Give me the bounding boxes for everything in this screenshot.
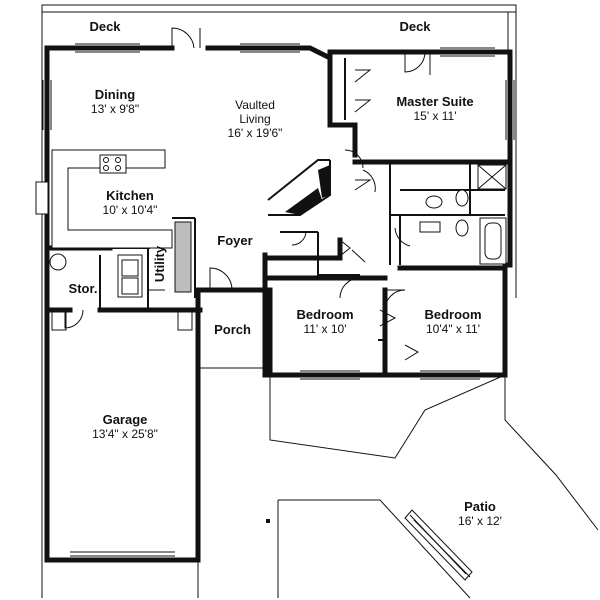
room-dims: 13' x 9'8" — [90, 102, 140, 116]
fireplace — [285, 165, 330, 215]
room-label-living: Vaulted Living 16' x 19'6" — [205, 98, 305, 140]
bathroom-fixtures — [419, 164, 507, 265]
room-name: Bedroom — [424, 307, 482, 322]
room-label-porch: Porch — [205, 323, 260, 337]
room-label-kitchen: Kitchen 10' x 10'4" — [80, 188, 180, 218]
room-label-utility: Utility — [152, 239, 167, 289]
garage-door — [70, 551, 175, 557]
room-name: Foyer — [217, 233, 253, 248]
room-dims: 10'4" x 11' — [426, 322, 480, 336]
room-name: Dining — [94, 87, 136, 102]
patio-bench — [404, 509, 473, 581]
room-name: Garage — [102, 412, 148, 427]
kitchen-counter — [35, 149, 173, 249]
porch-patio-outline — [197, 367, 599, 599]
room-name: Vaulted Living — [235, 98, 275, 126]
room-label-bedroom-2: Bedroom 10'4" x 11' — [408, 307, 498, 337]
room-label-deck-left: Deck — [75, 20, 135, 34]
room-name: Bedroom — [296, 307, 354, 322]
room-name: Stor. — [68, 281, 98, 296]
room-name: Porch — [214, 322, 251, 337]
room-label-deck-right: Deck — [385, 20, 445, 34]
room-label-dining: Dining 13' x 9'8" — [65, 87, 165, 117]
room-label-garage: Garage 13'4" x 25'8" — [70, 412, 180, 442]
room-label-patio: Patio 16' x 12' — [440, 499, 520, 529]
utility-appliances — [117, 221, 192, 298]
room-name: Patio — [464, 499, 496, 514]
room-name: Utility — [152, 245, 167, 283]
room-label-bedroom-1: Bedroom 11' x 10' — [280, 307, 370, 337]
water-heater — [49, 253, 193, 331]
room-name: Deck — [399, 19, 431, 34]
room-label-storage: Stor. — [58, 282, 108, 296]
room-name: Master Suite — [396, 94, 474, 109]
room-dims: 15' x 11' — [413, 109, 457, 123]
room-label-foyer: Foyer — [210, 234, 260, 248]
room-name: Kitchen — [106, 188, 154, 203]
room-label-master-suite: Master Suite 15' x 11' — [380, 94, 490, 124]
room-dims: 16' x 12' — [458, 514, 502, 528]
windows — [42, 43, 515, 380]
doors — [64, 27, 431, 361]
room-dims: 11' x 10' — [303, 322, 347, 336]
room-dims: 13'4" x 25'8" — [92, 427, 158, 441]
room-dims: 10' x 10'4" — [102, 203, 158, 217]
room-name: Deck — [89, 19, 121, 34]
room-dims: 16' x 19'6" — [227, 126, 283, 140]
